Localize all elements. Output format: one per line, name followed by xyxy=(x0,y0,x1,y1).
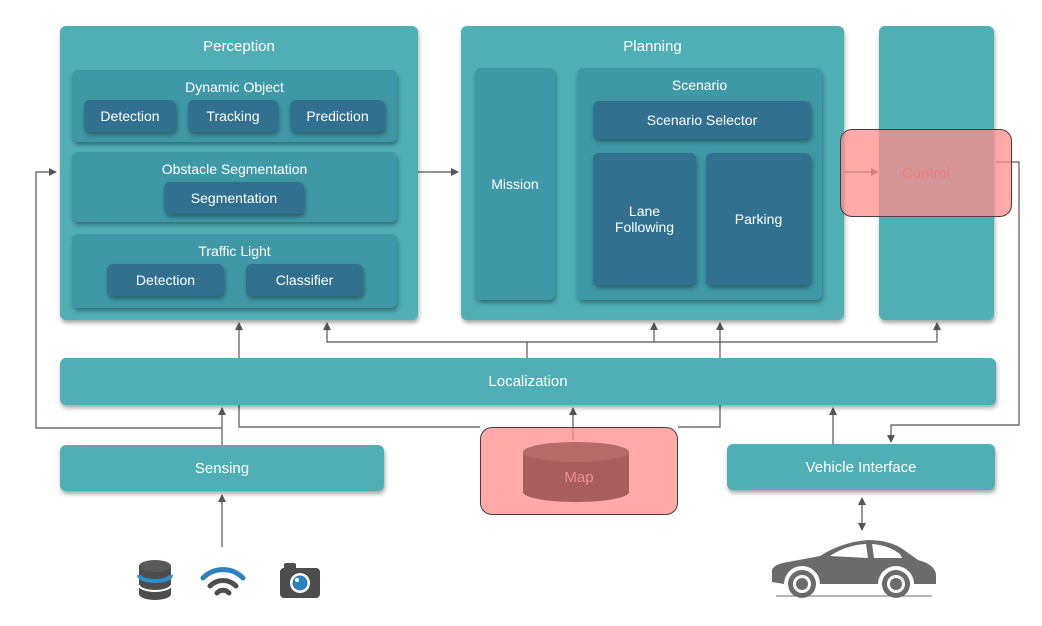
map-label: Map xyxy=(564,469,594,486)
tracking-component[interactable]: Tracking xyxy=(188,100,278,132)
traffic-detection-component[interactable]: Detection xyxy=(107,264,224,296)
database-icon xyxy=(137,560,173,600)
map-highlight[interactable]: Map xyxy=(480,427,678,515)
perception-title: Perception xyxy=(203,38,275,55)
traffic-light-title: Traffic Light xyxy=(198,243,271,259)
scenario-selector-component[interactable]: Scenario Selector xyxy=(593,101,811,139)
lane-following-component[interactable]: Lane Following xyxy=(593,153,696,285)
wifi-icon xyxy=(200,567,246,596)
map-cylinder-icon xyxy=(523,442,629,502)
localization-module[interactable]: Localization xyxy=(60,358,996,405)
camera-icon xyxy=(280,563,320,598)
obstacle-segmentation-title: Obstacle Segmentation xyxy=(161,161,308,177)
car-icon xyxy=(772,540,936,598)
vehicle-interface-module[interactable]: Vehicle Interface xyxy=(727,444,995,490)
control-highlight[interactable]: Control xyxy=(840,129,1012,217)
dynamic-object-title: Dynamic Object xyxy=(185,79,284,95)
control-label: Control xyxy=(901,164,951,182)
arrow-localization-to-perception xyxy=(323,322,527,343)
prediction-component[interactable]: Prediction xyxy=(290,100,385,132)
segmentation-component[interactable]: Segmentation xyxy=(164,182,304,214)
mission-component[interactable]: Mission xyxy=(475,68,555,300)
scenario-title: Scenario xyxy=(671,77,728,93)
classifier-component[interactable]: Classifier xyxy=(246,264,363,296)
sensing-module[interactable]: Sensing xyxy=(60,445,384,491)
parking-component[interactable]: Parking xyxy=(706,153,811,285)
line-localization-bus xyxy=(526,341,937,358)
detection-component[interactable]: Detection xyxy=(84,100,176,132)
planning-title: Planning xyxy=(623,38,682,55)
